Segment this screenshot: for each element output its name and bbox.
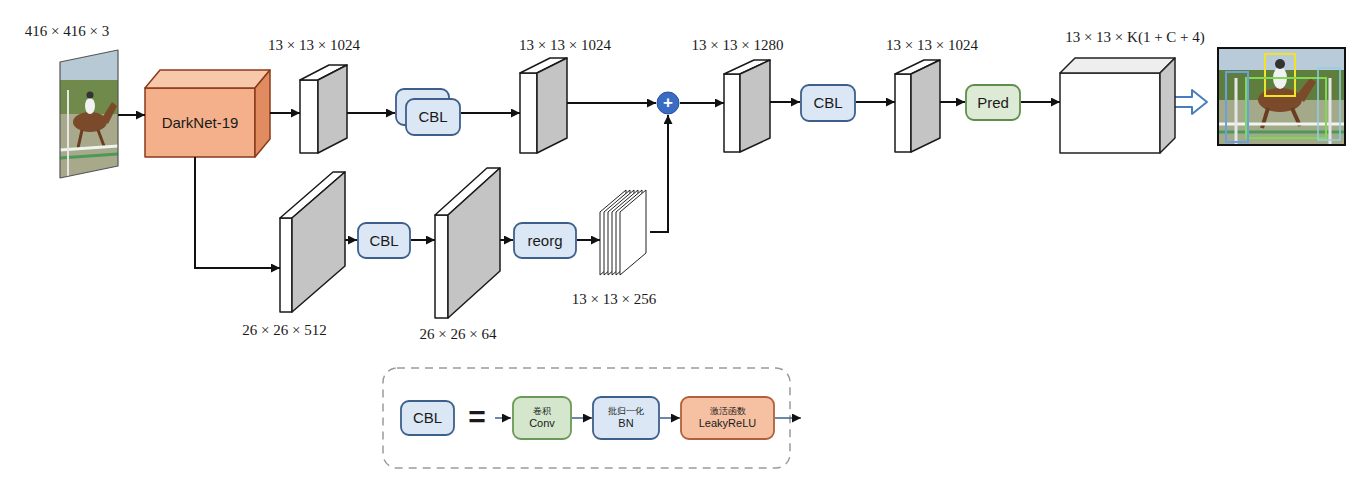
text-box: CBL	[800, 84, 856, 122]
node-text: reorg	[527, 232, 562, 250]
node-text: 13 × 13 × 256	[572, 290, 656, 308]
activation-block: 激活函数LeakyReLU	[680, 396, 775, 440]
flow-arrow	[650, 115, 668, 232]
text-box: 13 × 13 × 1024	[248, 35, 380, 55]
text-box: +	[656, 91, 680, 115]
text-box: CBL	[400, 400, 455, 436]
node-text: +	[663, 93, 673, 113]
input-image: 416 × 416 × 3	[60, 50, 118, 178]
reorg-feature-map: 13 × 13 × 256	[600, 190, 650, 275]
cbl-block: CBL	[357, 222, 411, 259]
cbl-block: CBL	[800, 84, 856, 122]
flow-arrow	[940, 101, 965, 103]
add-node: +	[656, 91, 680, 115]
flow-arrow	[770, 101, 800, 103]
flow-arrow	[572, 417, 592, 419]
node-text: 批归一化	[608, 406, 644, 417]
text-box: 26 × 26 × 64	[408, 324, 508, 344]
flow-arrow	[347, 112, 395, 114]
flow-arrow	[461, 112, 520, 114]
feature-map-outline	[520, 58, 567, 153]
node-text: CBL	[813, 94, 842, 112]
flow-arrow	[660, 417, 680, 419]
conv-block: 卷积Conv	[512, 396, 572, 440]
text-box: 13 × 13 × 256	[560, 289, 668, 309]
node-text: 26 × 26 × 64	[420, 325, 497, 343]
node-text: 13 × 13 × 1024	[268, 36, 360, 54]
bn-block: 批归一化BN	[592, 396, 660, 440]
feature-map-outline	[724, 60, 770, 152]
text-box: 13 × 13 × 1024	[505, 35, 625, 55]
feature-map: 26 × 26 × 512	[280, 172, 345, 312]
feature-map: 13 × 13 × 1024	[520, 58, 567, 153]
input-image-outline	[60, 50, 118, 178]
text-box: CBL	[357, 222, 411, 259]
node-text: 26 × 26 × 512	[242, 321, 326, 339]
node-text: DarkNet-19	[162, 114, 239, 132]
legend-frame	[383, 368, 790, 468]
node-text: 13 × 13 × 1024	[886, 36, 978, 54]
text-box: 卷积Conv	[512, 396, 572, 440]
node-text: 13 × 13 × 1024	[519, 36, 611, 54]
text-box: 批归一化BN	[592, 396, 660, 440]
reorg-feature-map-outline	[600, 190, 650, 275]
text-box: DarkNet-19	[145, 88, 255, 157]
feature-map: 13 × 13 × 1280	[724, 60, 770, 152]
node-text: 13 × 13 × 1280	[692, 36, 784, 54]
reorg-block: reorg	[513, 222, 577, 259]
flow-arrow	[567, 102, 656, 104]
output-wire	[775, 417, 801, 419]
output-tensor: 13 × 13 × K(1 + C + 4)	[1060, 58, 1175, 153]
equals-sign: =	[460, 399, 494, 435]
flow-arrow	[270, 112, 300, 114]
flow-arrow	[577, 239, 600, 241]
feature-map: 13 × 13 × 1024	[895, 60, 940, 152]
text-box: CBL	[406, 99, 460, 135]
cbl-block: CBL	[400, 400, 455, 436]
backbone-block: DarkNet-19	[145, 70, 270, 157]
text-box: 13 × 13 × 1280	[680, 35, 795, 55]
node-text: 13 × 13 × K(1 + C + 4)	[1065, 28, 1205, 46]
flow-arrow	[856, 101, 895, 103]
flow-arrow	[345, 239, 357, 241]
flow-arrow	[118, 114, 145, 116]
text-box: reorg	[513, 222, 577, 259]
node-text: CBL	[369, 232, 398, 250]
flow-arrow	[1021, 101, 1060, 103]
flow-arrow	[195, 157, 280, 268]
text-box: 26 × 26 × 512	[232, 320, 337, 340]
node-text: Conv	[529, 417, 555, 430]
feature-map-outline	[895, 60, 940, 152]
feature-map-outline	[280, 172, 345, 312]
text-box: Pred	[965, 84, 1021, 121]
node-text: 激活函数	[710, 406, 746, 417]
text-box: 激活函数LeakyReLU	[680, 396, 775, 440]
node-text: 416 × 416 × 3	[25, 22, 109, 40]
detection-photo	[1218, 48, 1345, 145]
pred-block: Pred	[965, 84, 1021, 121]
feature-map: 26 × 26 × 64	[435, 168, 500, 318]
flow-arrow	[500, 239, 513, 241]
flow-arrow	[411, 239, 435, 241]
node-text: CBL	[418, 108, 447, 126]
feature-map-outline	[300, 65, 347, 153]
node-text: BN	[618, 417, 633, 430]
output-tensor-outline	[1060, 58, 1175, 153]
feature-map-outline	[435, 168, 500, 318]
node-text: CBL	[413, 409, 442, 427]
text-box: 13 × 13 × 1024	[872, 35, 992, 55]
input-wire	[495, 417, 511, 419]
text-box: 13 × 13 × K(1 + C + 4)	[1035, 27, 1235, 47]
cbl-block: CBL	[395, 88, 461, 136]
node-text: 卷积	[533, 406, 551, 417]
feature-map: 13 × 13 × 1024	[300, 65, 347, 153]
node-text: LeakyReLU	[699, 417, 756, 430]
node-text: Pred	[977, 94, 1009, 112]
text-box: 416 × 416 × 3	[12, 21, 122, 41]
flow-arrow	[680, 102, 724, 104]
